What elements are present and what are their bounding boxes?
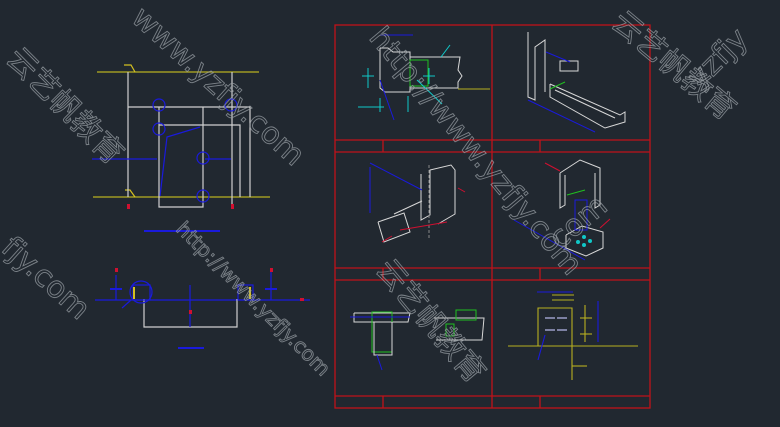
svg-text:http://www.yzfjy.com: http://www.yzfjy.com	[171, 217, 335, 381]
panel-2-detail	[527, 32, 626, 133]
panel-4-detail	[513, 159, 611, 261]
watermarks: www.yzfjy.com 云艺帆教育 fjy.com http://www.y…	[0, 0, 756, 390]
panel-5-detail	[350, 309, 485, 371]
sheet-frame	[334, 24, 651, 409]
panel-6-detail	[508, 291, 638, 380]
panel-1-detail	[358, 34, 490, 121]
svg-text:云艺帆教育: 云艺帆教育	[0, 41, 130, 172]
svg-text:www.yzfjy.com: www.yzfjy.com	[125, 0, 312, 173]
section-detail	[95, 268, 310, 349]
svg-text:fjy.com: fjy.com	[0, 230, 97, 327]
panel-3-detail	[369, 162, 466, 243]
plan-detail	[92, 64, 270, 232]
svg-text:云艺帆教育: 云艺帆教育	[369, 253, 492, 390]
